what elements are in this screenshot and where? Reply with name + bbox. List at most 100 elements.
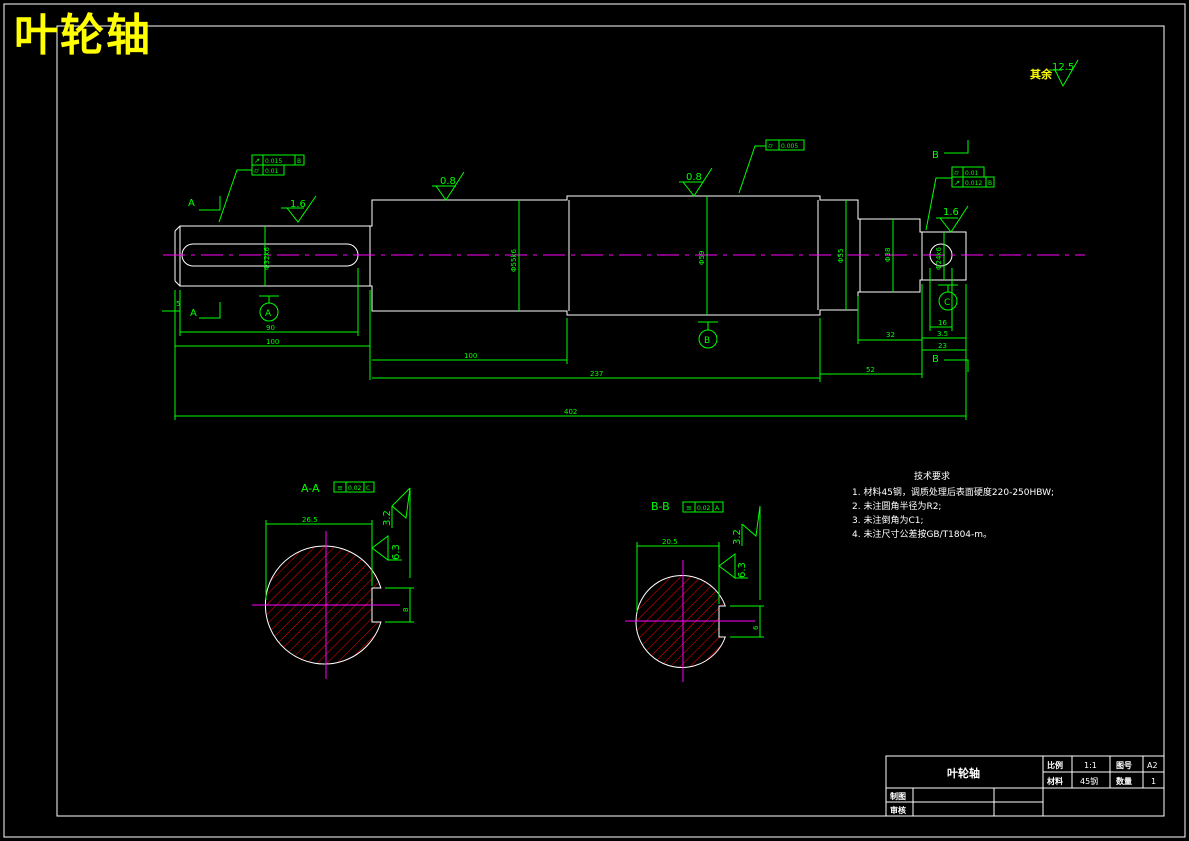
svg-text:⌭: ⌭ (254, 167, 259, 175)
dimension-32: 32 (857, 296, 922, 344)
svg-text:16: 16 (938, 319, 947, 327)
svg-text:Φ55: Φ55 (837, 249, 845, 263)
outer-frame (3, 3, 1186, 838)
tech-requirement-item: 4. 未注尺寸公差按GB/T1804-m。 (852, 530, 993, 540)
svg-text:32: 32 (886, 331, 895, 339)
svg-text:B: B (297, 158, 301, 165)
drawing-no-label: 图号 (1116, 761, 1132, 770)
svg-text:5: 5 (176, 300, 180, 308)
svg-text:Φ38: Φ38 (884, 248, 892, 262)
svg-text:C: C (944, 298, 950, 308)
svg-text:B: B (704, 336, 710, 346)
svg-text:≡: ≡ (337, 484, 343, 492)
section-bb-profile (635, 575, 727, 668)
svg-text:B: B (932, 354, 939, 365)
svg-text:Φ59: Φ59 (698, 251, 706, 265)
svg-text:⌭: ⌭ (768, 142, 773, 150)
svg-text:A: A (715, 505, 720, 512)
scale-value: 1:1 (1084, 761, 1097, 770)
svg-text:1.6: 1.6 (290, 199, 306, 210)
svg-text:23: 23 (938, 342, 947, 350)
tolerance-frame-3: ⌭ 0.01 ↗ 0.012 B (925, 166, 995, 231)
svg-text:Φ55k6: Φ55k6 (510, 249, 518, 272)
svg-text:100: 100 (464, 352, 477, 360)
svg-text:3.5: 3.5 (937, 330, 948, 338)
dimension-100-left: 100 (174, 290, 371, 420)
dimension-90: 90 (179, 268, 359, 336)
roughness-symbol: 1.6 (936, 205, 969, 233)
inner-frame (56, 25, 1165, 817)
checked-label: 审核 (890, 805, 906, 815)
svg-text:0.015: 0.015 (265, 158, 282, 165)
technical-requirements: 技术要求 1. 材料45钢，调质处理后表面硬度220-250HBW; 2. 未注… (852, 470, 1054, 542)
title-block (885, 755, 1165, 817)
svg-text:0.005: 0.005 (781, 143, 798, 150)
roughness-symbol: 1.6 (281, 195, 317, 223)
svg-text:0.01: 0.01 (965, 170, 979, 177)
svg-text:6.3: 6.3 (737, 562, 748, 578)
svg-text:0.02: 0.02 (697, 505, 711, 512)
dimension-16: 16 (929, 268, 953, 331)
svg-text:3.2: 3.2 (382, 510, 393, 526)
qty-label: 数量 (1116, 776, 1132, 786)
section-aa: A-A ≡ 0.02 C 26.5 8 3.2 6.3 (252, 481, 414, 679)
tech-requirement-item: 2. 未注圆角半径为R2; (852, 502, 942, 512)
svg-text:100: 100 (266, 338, 279, 346)
roughness-symbol: 6.3 (718, 553, 748, 579)
dimension-52: 52 (820, 284, 923, 378)
qty-value: 1 (1151, 777, 1156, 786)
tech-requirement-item: 1. 材料45钢，调质处理后表面硬度220-250HBW; (852, 488, 1055, 498)
roughness-symbol: 3.2 (382, 487, 411, 578)
svg-text:12.5: 12.5 (1052, 62, 1074, 73)
svg-text:6: 6 (752, 625, 760, 630)
drawn-label: 制图 (890, 791, 906, 801)
section-mark-b-top: B (932, 140, 969, 161)
svg-text:0.8: 0.8 (440, 176, 456, 187)
svg-text:0.01: 0.01 (265, 168, 279, 175)
svg-text:A-A: A-A (301, 482, 320, 495)
svg-text:↗: ↗ (954, 179, 960, 187)
svg-text:其余: 其余 (1030, 67, 1053, 81)
svg-text:8: 8 (402, 608, 410, 612)
section-bb: B-B ≡ 0.02 A 20.5 6 3.2 6.3 (625, 500, 764, 682)
svg-text:20.5: 20.5 (662, 538, 678, 546)
svg-text:Φ24k6: Φ24k6 (935, 247, 943, 270)
svg-text:0.012: 0.012 (965, 180, 982, 187)
roughness-symbol: 6.3 (371, 535, 402, 561)
svg-text:A: A (190, 308, 197, 319)
shaft-outline (179, 195, 967, 316)
dimension-402: 402 (175, 408, 966, 417)
section-mark-a-bottom: A 5 (162, 300, 221, 319)
roughness-symbol: 0.8 (679, 167, 713, 197)
svg-text:0.02: 0.02 (348, 485, 362, 492)
title-block-name: 叶轮轴 (947, 766, 980, 780)
dimension-237: 237 (372, 318, 821, 382)
svg-text:≡: ≡ (686, 504, 692, 512)
tech-requirements-heading: 技术要求 (913, 472, 950, 482)
svg-text:26.5: 26.5 (302, 516, 318, 524)
svg-text:A: A (188, 198, 195, 209)
svg-text:Φ32k6: Φ32k6 (263, 247, 271, 270)
svg-text:402: 402 (564, 408, 577, 416)
shaft-main-view: Φ32k6 Φ55k6 Φ59 Φ55 Φ38 Φ24k6 1.6 0.8 0.… (162, 139, 1085, 420)
svg-text:⌭: ⌭ (954, 169, 959, 177)
datum-b: B (698, 321, 718, 349)
datum-a: A (259, 295, 279, 322)
drawing-no-value: A2 (1147, 761, 1158, 770)
dimension-3-5: 3.5 (922, 330, 966, 339)
tech-requirement-item: 3. 未注倒角为C1; (852, 516, 924, 526)
svg-text:0.8: 0.8 (686, 172, 702, 183)
roughness-symbol: 3.2 (732, 505, 761, 600)
drawing-title: 叶轮轴 (14, 10, 152, 61)
svg-text:90: 90 (266, 324, 275, 332)
svg-text:1.6: 1.6 (943, 207, 959, 218)
svg-text:C: C (366, 485, 370, 492)
svg-text:A: A (265, 309, 272, 319)
svg-text:B: B (988, 180, 992, 187)
svg-text:↗: ↗ (254, 157, 260, 165)
general-roughness-note: 其余 12.5 (1030, 59, 1079, 88)
scale-label: 比例 (1047, 760, 1063, 770)
section-mark-b-bottom: B (932, 354, 969, 372)
dimension-100-mid: 100 (372, 318, 568, 364)
